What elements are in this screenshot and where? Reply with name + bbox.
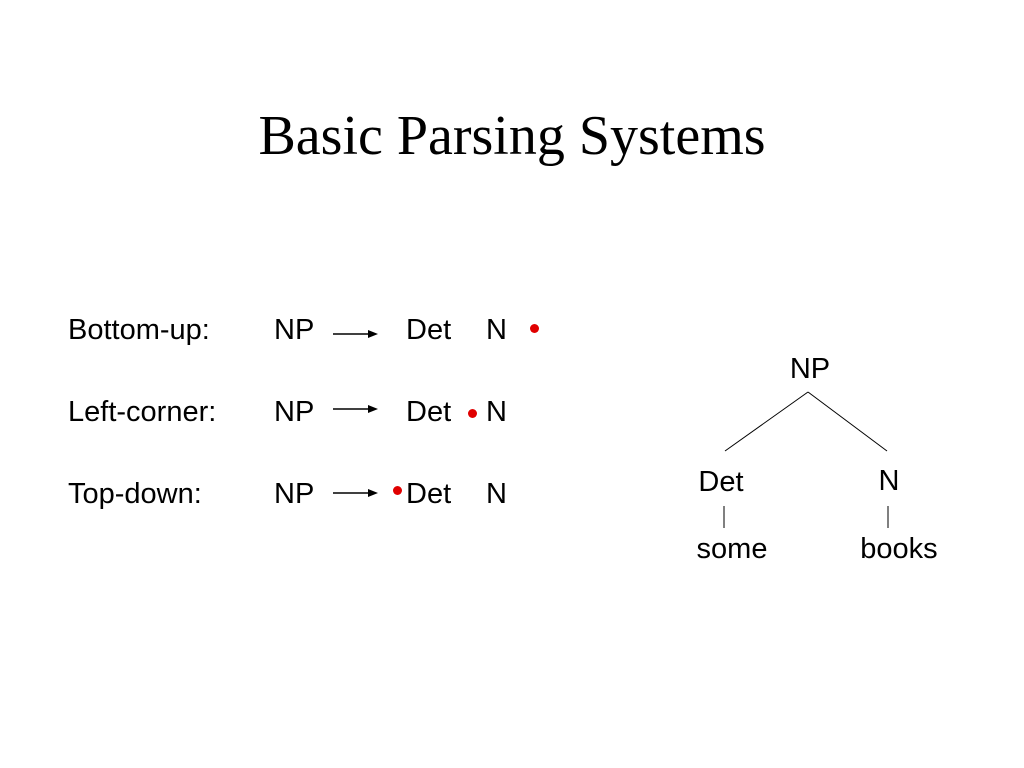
tree-edge bbox=[807, 391, 888, 452]
rule-label-left-corner: Left-corner: bbox=[68, 396, 217, 428]
parse-dot-icon bbox=[468, 409, 477, 418]
rule-rhs-n: N bbox=[486, 314, 507, 346]
rule-lhs-np: NP bbox=[274, 478, 315, 510]
tree-leaf-some: some bbox=[697, 533, 768, 565]
rule-rhs-det: Det bbox=[406, 314, 452, 346]
rule-rhs-det: Det bbox=[406, 478, 452, 510]
rule-lhs-np: NP bbox=[274, 314, 315, 346]
tree-edge bbox=[724, 391, 809, 452]
rule-rhs-n: N bbox=[486, 478, 507, 510]
rule-arrow-icon bbox=[333, 489, 378, 497]
rule-lhs-np: NP bbox=[274, 396, 315, 428]
slide-title: Basic Parsing Systems bbox=[258, 105, 766, 167]
rule-rhs-det: Det bbox=[406, 396, 452, 428]
rule-label-bottom-up: Bottom-up: bbox=[68, 314, 210, 346]
parse-dot-icon bbox=[393, 486, 402, 495]
rule-arrow-icon bbox=[333, 405, 378, 413]
rule-rhs-n: N bbox=[486, 396, 507, 428]
rule-label-top-down: Top-down: bbox=[68, 478, 202, 510]
tree-leaf-books: books bbox=[860, 533, 937, 565]
parse-dot-icon bbox=[530, 324, 539, 333]
rule-arrow-icon bbox=[333, 330, 378, 338]
tree-node-n: N bbox=[879, 465, 900, 497]
tree-node-det: Det bbox=[698, 466, 743, 498]
tree-node-np: NP bbox=[790, 353, 830, 385]
